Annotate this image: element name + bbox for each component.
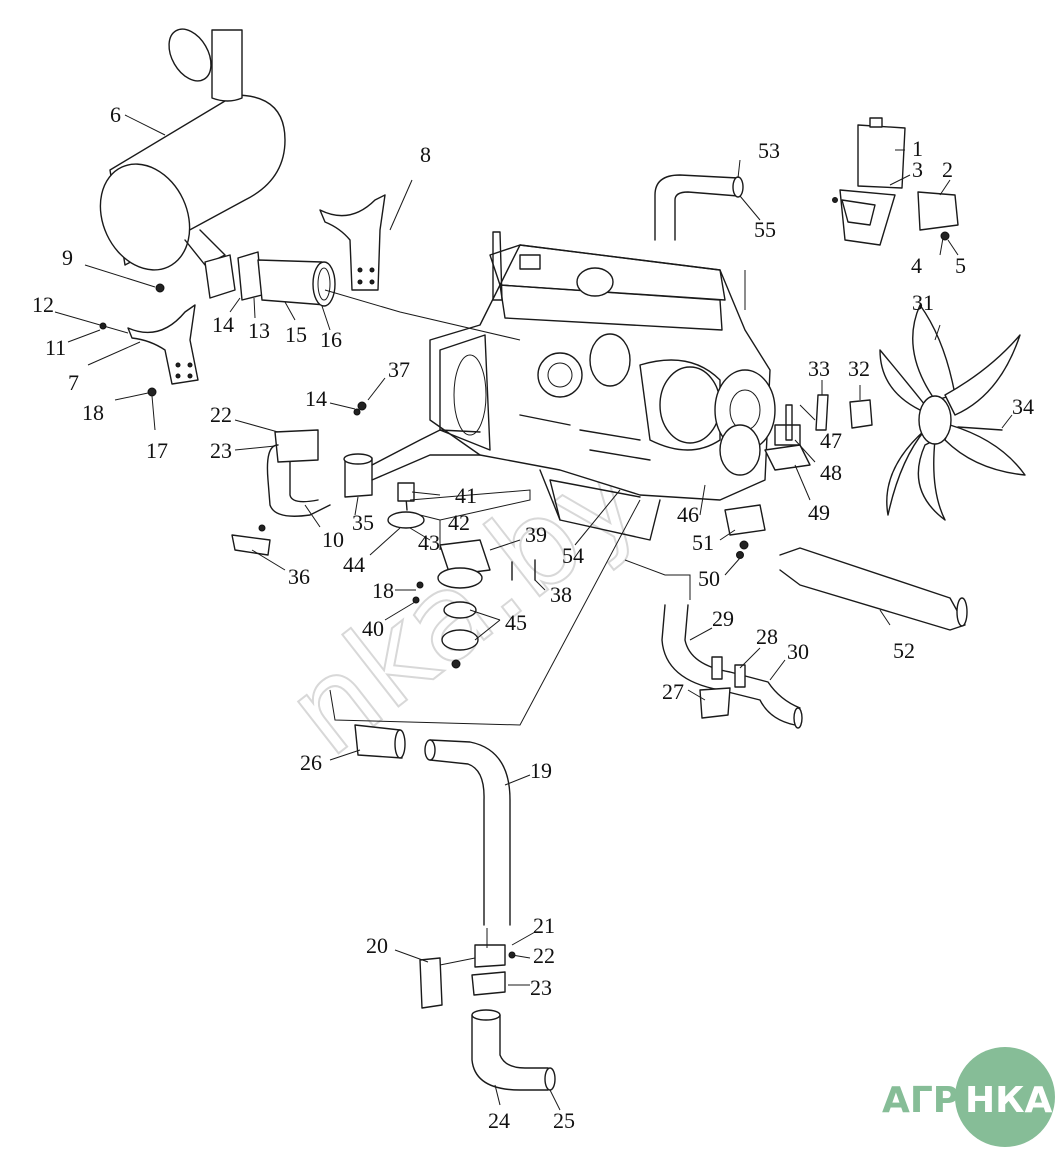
callout-51: 51 — [692, 530, 714, 555]
callout-50: 50 — [698, 566, 720, 591]
callout-6: 6 — [110, 102, 121, 127]
callout-40: 40 — [362, 616, 384, 641]
callout-14-upper: 14 — [212, 312, 234, 337]
mount-bolts-right — [764, 404, 811, 471]
callout-21: 21 — [533, 913, 555, 938]
callout-35: 35 — [352, 510, 374, 535]
callout-4: 4 — [911, 253, 922, 278]
callout-8: 8 — [420, 142, 431, 167]
callout-29: 29 — [712, 606, 734, 631]
expansion-tank — [832, 117, 959, 246]
callout-55: 55 — [754, 217, 776, 242]
callout-44: 44 — [343, 552, 365, 577]
callout-48: 48 — [820, 460, 842, 485]
callout-41: 41 — [455, 483, 477, 508]
callout-17: 17 — [146, 438, 168, 463]
callout-3: 3 — [912, 157, 923, 182]
callout-22-lower: 22 — [533, 943, 555, 968]
muffler — [99, 28, 286, 271]
lower-hose-52 — [779, 547, 968, 631]
intake-pipe-19 — [354, 724, 511, 926]
logo-circle — [955, 1047, 1055, 1147]
callout-2: 2 — [942, 157, 953, 182]
exhaust-pipe-assembly — [204, 251, 336, 307]
clamp-set-lower — [419, 944, 516, 1009]
callout-43: 43 — [418, 530, 440, 555]
callout-20: 20 — [366, 933, 388, 958]
callout-46: 46 — [677, 502, 699, 527]
callout-14-lower: 14 — [305, 386, 327, 411]
callout-32: 32 — [848, 356, 870, 381]
callout-16: 16 — [320, 327, 342, 352]
agronka-logo: АГРО НКА — [882, 1047, 1055, 1147]
callout-5: 5 — [955, 253, 966, 278]
callout-13: 13 — [248, 318, 270, 343]
callout-49: 49 — [808, 500, 830, 525]
callout-54: 54 — [562, 543, 584, 568]
callout-31: 31 — [912, 290, 934, 315]
callout-12: 12 — [32, 292, 54, 317]
lower-elbow-24 — [471, 1009, 556, 1091]
callout-33: 33 — [808, 356, 830, 381]
callout-19: 19 — [530, 758, 552, 783]
cooling-fan — [815, 304, 1026, 521]
callout-18-upper: 18 — [82, 400, 104, 425]
callout-26: 26 — [300, 750, 322, 775]
upper-hose — [654, 174, 744, 241]
callout-18-lower: 18 — [372, 578, 394, 603]
callout-39: 39 — [525, 522, 547, 547]
callout-7: 7 — [68, 370, 79, 395]
logo-text-left: АГРО — [882, 1080, 990, 1121]
callout-11: 11 — [45, 335, 66, 360]
callout-15: 15 — [285, 322, 307, 347]
engine — [429, 231, 776, 541]
callout-36: 36 — [288, 564, 310, 589]
logo-text-right: НКА — [965, 1080, 1053, 1121]
callout-45: 45 — [505, 610, 527, 635]
assembly-guide-lines — [324, 270, 746, 966]
air-cleaner-assembly — [231, 429, 481, 556]
callout-53: 53 — [758, 138, 780, 163]
callout-24: 24 — [488, 1108, 510, 1133]
bracket-7 — [127, 304, 199, 385]
callout-25: 25 — [553, 1108, 575, 1133]
callout-labels: 1 2 3 4 5 6 7 8 9 10 11 12 13 14 14 15 1… — [32, 102, 1034, 1133]
callout-23-lower: 23 — [530, 975, 552, 1000]
callout-22-upper: 22 — [210, 402, 232, 427]
callout-10: 10 — [322, 527, 344, 552]
callout-9: 9 — [62, 245, 73, 270]
callout-1: 1 — [912, 136, 923, 161]
hose-29-30 — [661, 604, 803, 729]
callout-38: 38 — [550, 582, 572, 607]
callout-47: 47 — [820, 428, 842, 453]
callout-52: 52 — [893, 638, 915, 663]
callout-28: 28 — [756, 624, 778, 649]
callout-23-upper: 23 — [210, 438, 232, 463]
callout-42: 42 — [448, 510, 470, 535]
callout-30: 30 — [787, 639, 809, 664]
callout-34: 34 — [1012, 394, 1034, 419]
engine-mount-right — [724, 504, 766, 559]
callout-27: 27 — [662, 679, 684, 704]
callout-leaders — [54, 114, 1013, 1111]
callout-37: 37 — [388, 357, 410, 382]
engine-mount-left — [387, 482, 536, 669]
bracket-8 — [319, 194, 386, 291]
